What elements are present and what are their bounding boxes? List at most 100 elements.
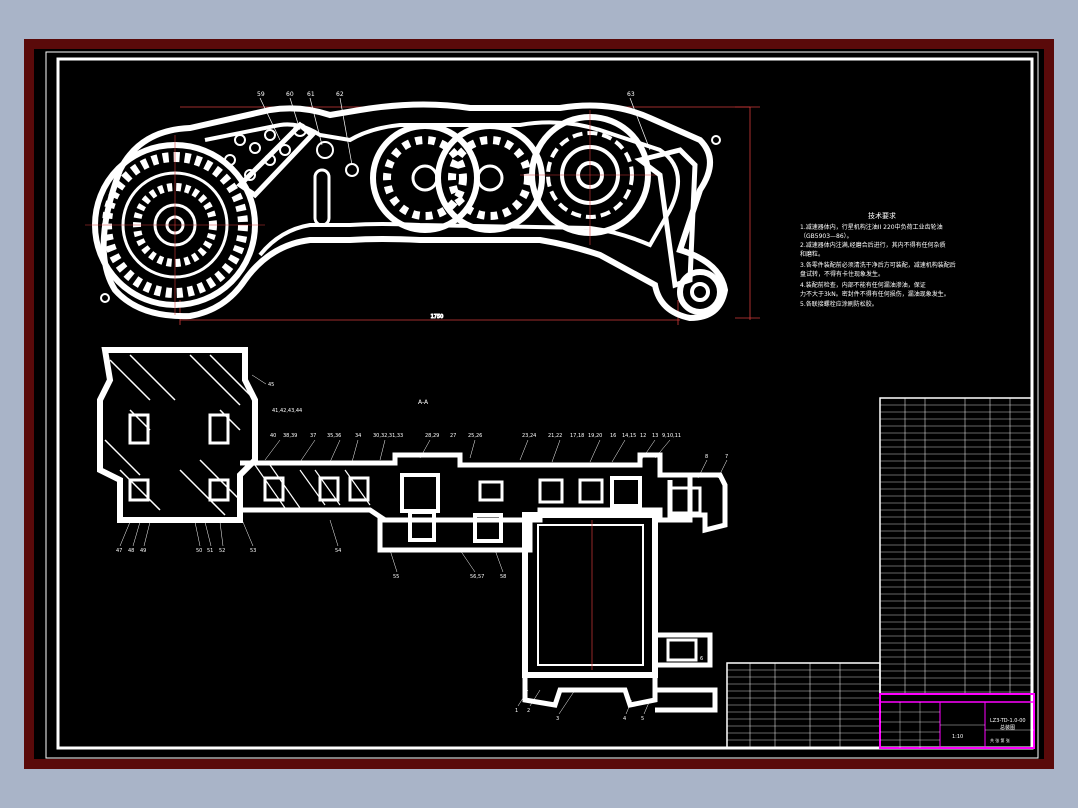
bottom-callouts: 1 2 3 4 5 6 — [515, 656, 703, 722]
title-block: LZ3-TD-1.0-00 总装图 1:10 共 张 第 张 — [879, 693, 1035, 749]
callout-34: 34 — [355, 433, 361, 439]
callout-9-11: 9,10,11 — [662, 433, 681, 439]
drawing-number: LZ3-TD-1.0-00 — [990, 718, 1026, 724]
right-linkage — [634, 147, 698, 289]
callout-55: 55 — [393, 574, 399, 580]
callout-17-18: 17,18 — [570, 433, 584, 439]
base-extension — [655, 687, 718, 713]
callout-61: 61 — [307, 91, 315, 98]
callout-49: 49 — [140, 548, 146, 554]
tech-line-7: 4.装配前检查，内部不能有任何漏油渗油，保证 — [800, 281, 926, 289]
callout-35-36: 35,36 — [327, 433, 341, 439]
callout-8: 8 — [705, 454, 708, 460]
callout-5: 5 — [641, 716, 644, 722]
section-upper-callouts: 41,42,43,44 40 38,39 37 35,36 34 30,32,3… — [264, 408, 728, 479]
gear-block-6 — [578, 478, 604, 504]
left-bearing-2 — [208, 413, 230, 445]
callout-25-26: 25,26 — [468, 433, 482, 439]
drawing-scale: 1:10 — [952, 734, 963, 740]
callout-62: 62 — [336, 91, 344, 98]
callout-4: 4 — [623, 716, 626, 722]
lower-base-strip — [377, 517, 533, 553]
tech-line-6: 盘试转，不得有卡住现象发生。 — [800, 270, 884, 278]
callout-60: 60 — [286, 91, 294, 98]
callout-45-leader — [251, 374, 267, 385]
callout-28-29: 28,29 — [425, 433, 439, 439]
callout-51: 51 — [207, 548, 213, 554]
lower-box-inner — [537, 524, 644, 666]
section-view — [97, 347, 728, 713]
callout-14-15: 14,15 — [622, 433, 636, 439]
callout-2: 2 — [527, 708, 530, 714]
gear-block-3 — [473, 513, 503, 543]
end-pivot-inner — [690, 282, 710, 302]
red-border — [24, 39, 1054, 769]
mid-gear-left-inner — [383, 136, 467, 220]
callout-27: 27 — [450, 433, 456, 439]
linkage-bar — [236, 121, 316, 199]
shaft-bearing-a — [263, 476, 285, 502]
callout-40: 40 — [270, 433, 276, 439]
callout-19-20: 19,20 — [588, 433, 602, 439]
shaft-bearing-c — [348, 476, 370, 502]
callout-45: 45 — [268, 382, 274, 388]
callout-1: 1 — [515, 708, 518, 714]
callout-12: 12 — [640, 433, 646, 439]
callout-52: 52 — [219, 548, 225, 554]
arm-body-inner — [204, 120, 680, 257]
callout-3: 3 — [556, 716, 559, 722]
arm-callouts: 59 60 61 62 63 — [257, 91, 651, 166]
callout-59: 59 — [257, 91, 265, 98]
drawing-name: 总装图 — [1000, 724, 1015, 731]
callout-23-24: 23,24 — [522, 433, 536, 439]
sheet-border-outer — [45, 51, 1039, 759]
small-hole-right — [711, 135, 721, 145]
callout-54: 54 — [335, 548, 341, 554]
left-bearing-4 — [208, 478, 230, 502]
shaft-bearing-b — [318, 476, 340, 502]
gear-block-4 — [478, 480, 504, 502]
lower-bracket-bore — [666, 638, 698, 662]
base-plate — [522, 675, 658, 708]
title-block-frame — [879, 693, 1035, 749]
tech-line-1: 1.减速器体内，行星机构注油II 220中负荷工业齿轮油 — [800, 223, 943, 231]
lower-box-outer — [522, 512, 658, 678]
arm-body-outline — [100, 101, 729, 322]
callout-56-57: 56,57 — [470, 574, 484, 580]
end-pivot-outer — [677, 269, 723, 315]
tech-line-8: 力不大于3kN。密封件不得有任何损伤，漏油现象发生。 — [800, 290, 950, 298]
tech-line-3: 2.减速器体内注满,经磨合后进行，其内不得有任何杂质 — [800, 241, 946, 249]
section-lower-callouts: 47 48 49 50 51 52 53 54 55 56,57 58 — [116, 514, 506, 580]
callout-30-33: 30,32,31,33 — [373, 433, 403, 439]
callout-13: 13 — [652, 433, 658, 439]
gear-block-5 — [538, 478, 564, 504]
end-fork-bore — [668, 486, 702, 515]
callout-50: 50 — [196, 548, 202, 554]
left-housing — [97, 347, 258, 523]
callout-21-22: 21,22 — [548, 433, 562, 439]
mid-gear-left-hub — [411, 164, 439, 192]
tech-requirements-heading: 技术要求 — [868, 211, 896, 220]
tech-line-9: 5.各联接螺栓应涂刷防松胶。 — [800, 300, 878, 308]
slot-1 — [313, 168, 331, 227]
overall-length-label: 1750 — [431, 314, 444, 320]
left-bearing-1 — [128, 413, 150, 445]
sheet-count: 共 张 第 张 — [990, 737, 1010, 743]
callout-37: 37 — [310, 433, 316, 439]
gear-block-2 — [408, 510, 436, 542]
left-bearing-3 — [128, 478, 150, 502]
gear-block-7 — [610, 476, 642, 508]
callout-63: 63 — [627, 91, 635, 98]
callout-53: 53 — [250, 548, 256, 554]
callout-38-39: 38,39 — [283, 433, 297, 439]
callout-16: 16 — [610, 433, 616, 439]
callout-7: 7 — [725, 454, 728, 460]
callout-47: 47 — [116, 548, 122, 554]
callout-48: 48 — [128, 548, 134, 554]
section-label: A-A — [418, 399, 429, 406]
arm-top-view: 1750 — [85, 101, 760, 325]
mid-gear-right-inner — [448, 136, 532, 220]
tech-line-2: （GB5903—86）。 — [800, 233, 853, 240]
tech-line-5: 3.各零件装配前必须清洗干净后方可装配，减速机构装配后 — [800, 261, 956, 269]
